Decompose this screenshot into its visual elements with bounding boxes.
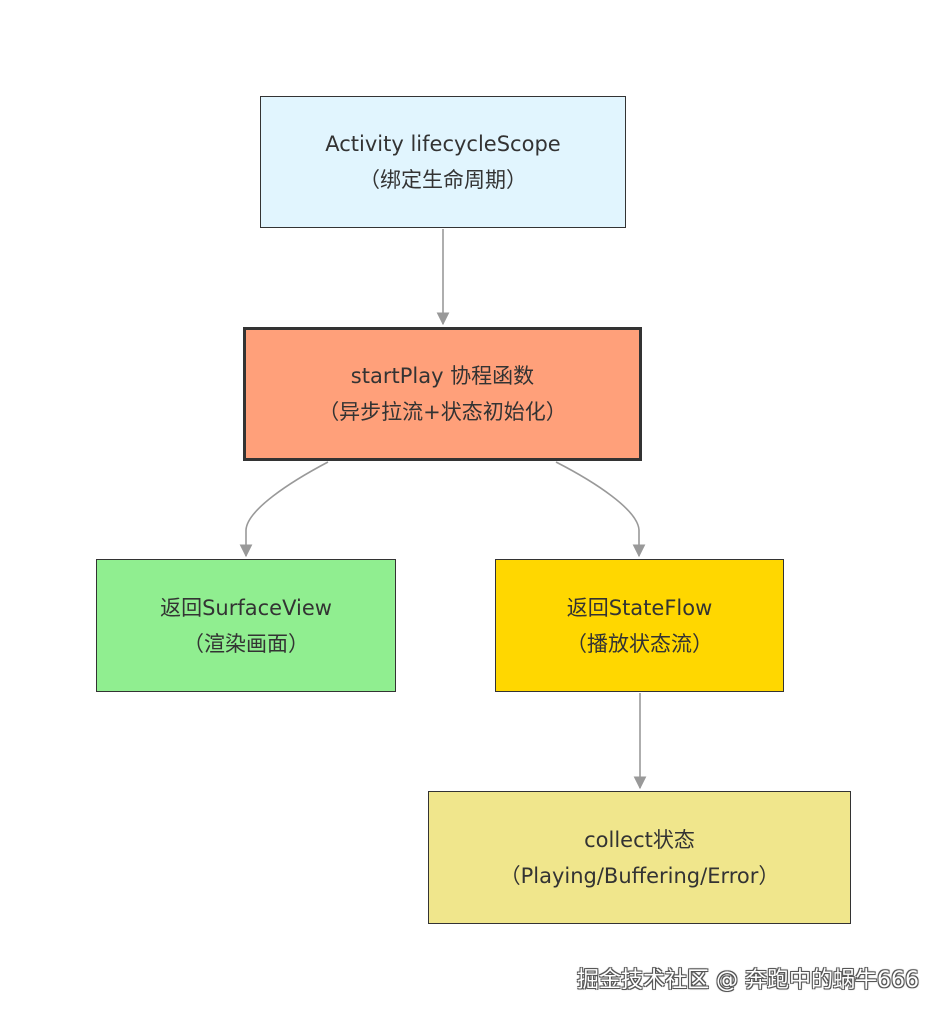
node-label-line2: （播放状态流）	[566, 631, 713, 656]
node-label-line1: 返回SurfaceView	[160, 595, 332, 620]
node-label-line2: （异步拉流+状态初始化）	[318, 400, 567, 424]
node-label-line1: collect状态	[584, 827, 695, 852]
node-activity-lifecyclescope: Activity lifecycleScope （绑定生命周期）	[260, 96, 626, 228]
node-collect-state: collect状态 （Playing/Buffering/Error）	[428, 791, 851, 924]
edge-startplay-surface	[239, 461, 329, 558]
node-label-line2: （绑定生命周期）	[359, 168, 527, 192]
node-return-surfaceview: 返回SurfaceView （渲染画面）	[96, 559, 396, 692]
node-label-line2: （渲染画面）	[183, 631, 309, 656]
node-label-line1: startPlay 协程函数	[350, 364, 535, 388]
node-label-line1: Activity lifecycleScope	[325, 132, 561, 156]
node-label-line1: 返回StateFlow	[566, 595, 713, 620]
node-label-line2: （Playing/Buffering/Error）	[499, 863, 780, 888]
node-return-stateflow: 返回StateFlow （播放状态流）	[495, 559, 784, 692]
edge-startplay-stateflow	[555, 461, 646, 558]
node-startplay-coroutine: startPlay 协程函数 （异步拉流+状态初始化）	[243, 327, 642, 461]
watermark: 掘金技术社区 @ 奔跑中的蜗牛666	[577, 968, 919, 993]
